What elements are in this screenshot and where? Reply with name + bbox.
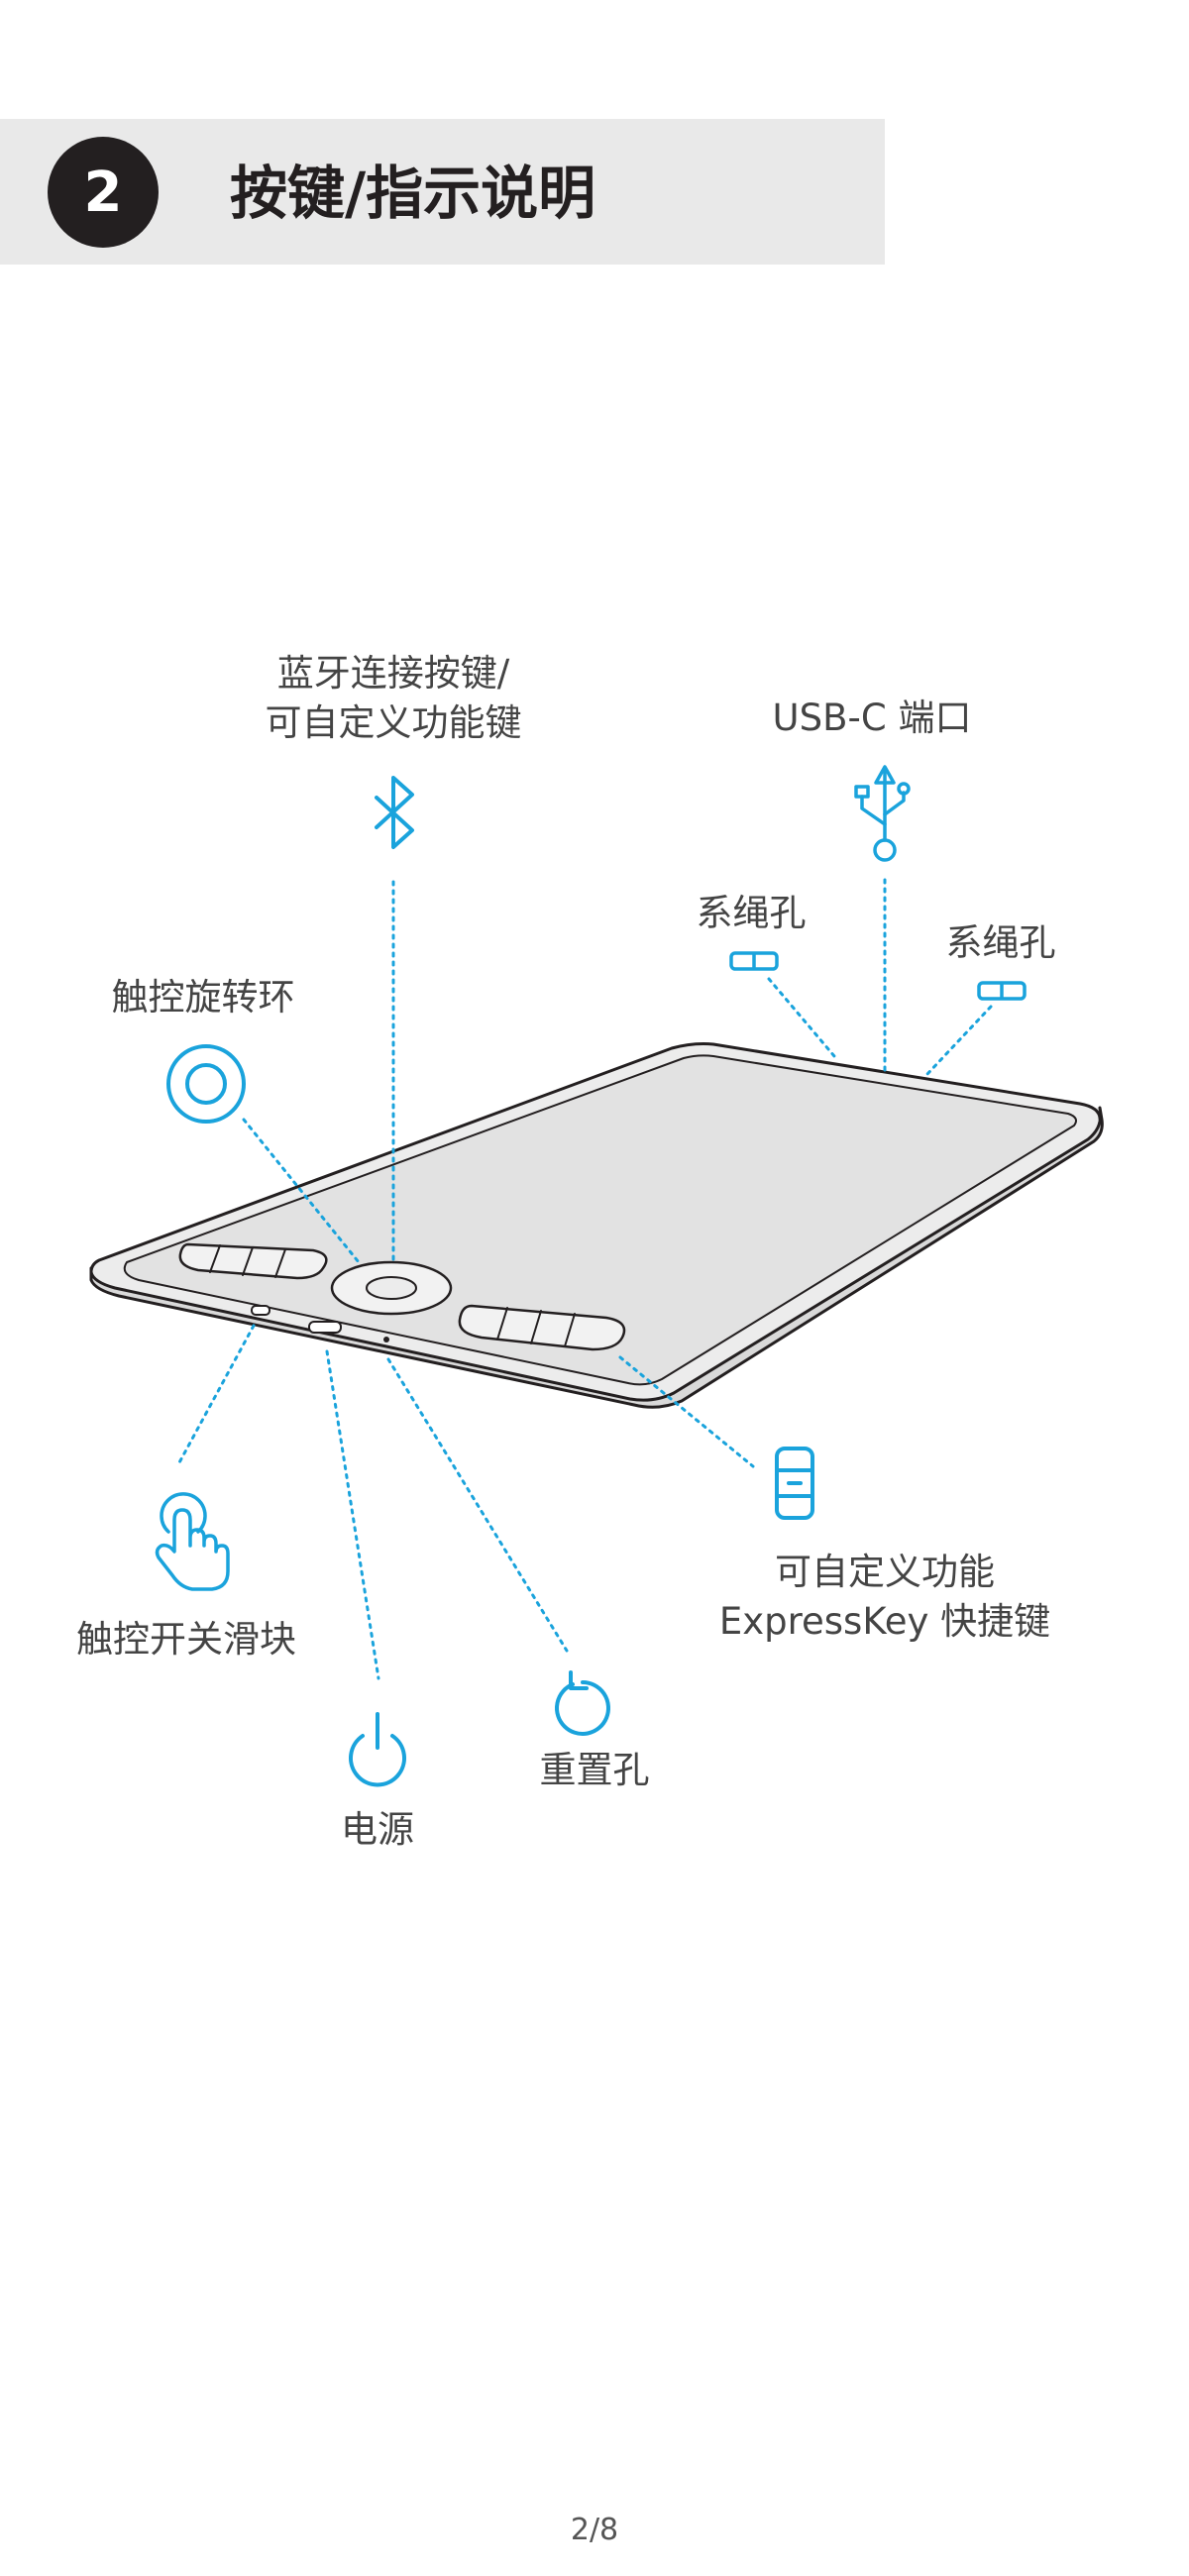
page-number: 2/8 <box>570 2513 619 2547</box>
expresskey-label: 可自定义功能 ExpressKey 快捷键 <box>719 1548 1050 1647</box>
expresskey-icon <box>775 1447 814 1520</box>
power-label: 电源 <box>341 1808 414 1851</box>
section-title: 按键/指示说明 <box>230 160 596 227</box>
hand-pointer-icon <box>155 1492 230 1591</box>
usb-port-label: USB-C 端口 <box>772 697 972 739</box>
lanyard-hole-icon <box>729 951 779 971</box>
lanyard-hole-icon <box>977 981 1027 1001</box>
section-number-badge: 2 <box>48 137 159 248</box>
leader-lines <box>176 878 993 1680</box>
bluetooth-label-line2: 可自定义功能键 <box>265 701 522 744</box>
reset-label: 重置孔 <box>539 1749 650 1791</box>
expresskey-label-line2: ExpressKey 快捷键 <box>718 1600 1051 1643</box>
touch-switch-label: 触控开关滑块 <box>76 1618 296 1661</box>
bluetooth-icon <box>375 776 414 849</box>
tablet-body <box>89 1042 1104 1409</box>
usb-icon <box>854 765 911 862</box>
bluetooth-label-line1: 蓝牙连接按键/ <box>276 652 510 695</box>
lanyard-right-label: 系绳孔 <box>945 921 1056 964</box>
touch-ring-label: 触控旋转环 <box>111 976 295 1019</box>
bluetooth-button-label: 蓝牙连接按键/ 可自定义功能键 <box>266 649 522 748</box>
touch-ring-icon <box>166 1044 246 1124</box>
expresskey-label-line1: 可自定义功能 <box>774 1551 995 1593</box>
lanyard-left-label: 系绳孔 <box>696 892 807 934</box>
reset-icon <box>555 1670 610 1736</box>
power-icon <box>349 1712 406 1787</box>
